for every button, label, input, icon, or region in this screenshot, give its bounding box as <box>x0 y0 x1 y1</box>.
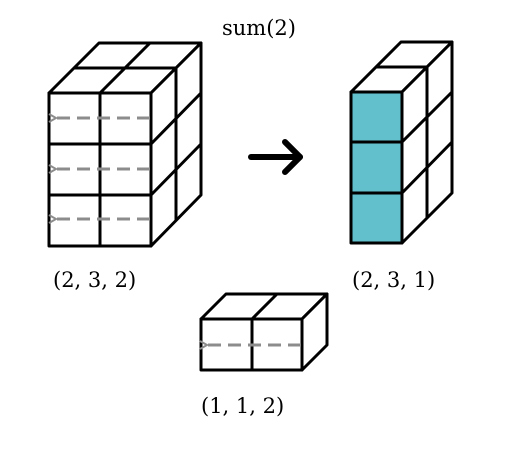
summed-cell <box>349 90 404 144</box>
input-tensor-block <box>47 41 203 248</box>
operation-title: sum(2) <box>222 16 296 40</box>
summed-cell <box>349 191 404 245</box>
output-tensor-block <box>349 40 454 245</box>
summed-axis-block <box>199 292 329 372</box>
summed-shape-label: (1, 1, 2) <box>201 394 285 418</box>
output-shape-label: (2, 3, 1) <box>352 268 436 292</box>
input-shape-label: (2, 3, 2) <box>53 268 137 292</box>
right-arrow-icon <box>248 139 303 175</box>
summed-cell <box>349 140 404 195</box>
sum-direction-arrows-left <box>56 118 150 219</box>
